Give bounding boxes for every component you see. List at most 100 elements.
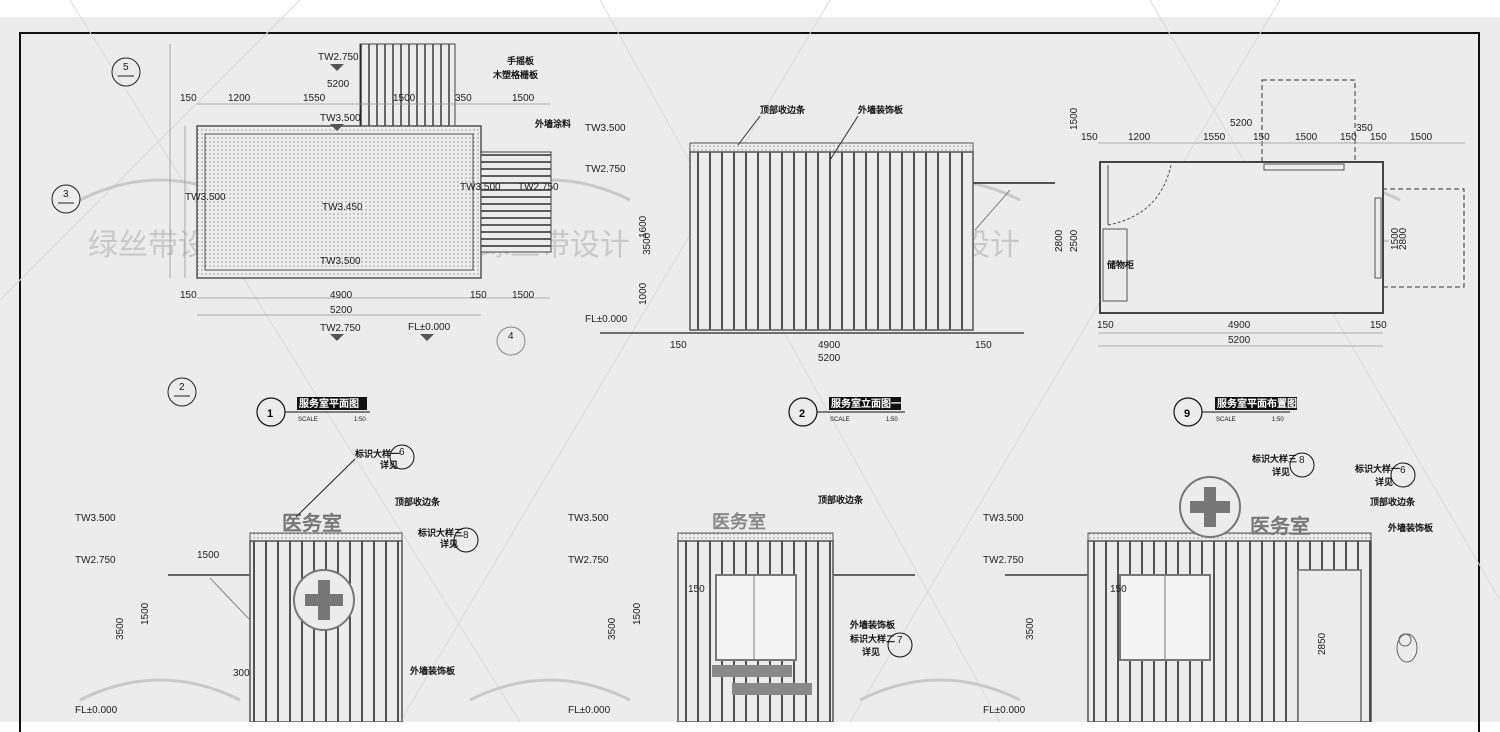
- svg-text:标识大样三: 标识大样三: [1251, 453, 1297, 464]
- svg-text:SCALE: SCALE: [830, 417, 850, 423]
- svg-text:顶部收边条: 顶部收边条: [1370, 496, 1416, 507]
- svg-text:3: 3: [63, 189, 69, 200]
- svg-text:医务室: 医务室: [1250, 514, 1310, 538]
- svg-text:150: 150: [180, 290, 197, 301]
- svg-text:2: 2: [799, 408, 805, 420]
- svg-text:标识大样一: 标识大样一: [354, 448, 400, 459]
- svg-text:1500: 1500: [1410, 132, 1433, 143]
- svg-text:4900: 4900: [1228, 320, 1251, 331]
- svg-text:5200: 5200: [1228, 335, 1251, 346]
- svg-text:TW3.500: TW3.500: [320, 256, 361, 267]
- svg-text:FL±0.000: FL±0.000: [75, 705, 118, 716]
- svg-text:350: 350: [455, 93, 472, 104]
- svg-text:外墙装饰板: 外墙装饰板: [857, 104, 904, 115]
- svg-text:150: 150: [1370, 132, 1387, 143]
- svg-text:1500: 1500: [632, 602, 643, 625]
- svg-text:150: 150: [1081, 132, 1098, 143]
- svg-text:150: 150: [1340, 132, 1357, 143]
- svg-text:TW3.500: TW3.500: [185, 192, 226, 203]
- svg-text:详见: 详见: [1375, 476, 1393, 487]
- svg-text:顶部收边条: 顶部收边条: [760, 104, 806, 115]
- svg-text:服务室平面图: 服务室平面图: [299, 397, 359, 410]
- view-elevation-5: 医务室 TW3.500 TW2.750 FL±0.000 150 2850 35…: [983, 452, 1434, 722]
- svg-text:详见: 详见: [440, 538, 458, 549]
- svg-text:1550: 1550: [303, 93, 326, 104]
- svg-text:150: 150: [1370, 320, 1387, 331]
- svg-text:TW2.750: TW2.750: [568, 555, 609, 566]
- svg-text:2800: 2800: [1054, 229, 1065, 252]
- svg-text:医务室: 医务室: [712, 511, 766, 532]
- svg-text:TW2.750: TW2.750: [585, 164, 626, 175]
- view-elevation-4: 医务室 TW3.500 TW2.750 FL±0.000 150 3500 15…: [568, 494, 915, 722]
- svg-text:医务室: 医务室: [282, 511, 342, 535]
- svg-text:1500: 1500: [1295, 132, 1318, 143]
- svg-text:1500: 1500: [197, 550, 220, 561]
- svg-text:FL±0.000: FL±0.000: [408, 322, 451, 333]
- svg-text:TW2.750: TW2.750: [75, 555, 116, 566]
- svg-text:4900: 4900: [330, 290, 353, 301]
- svg-text:1000: 1000: [638, 282, 649, 305]
- svg-text:TW2.750: TW2.750: [518, 182, 559, 193]
- svg-text:服务室立面图一: 服务室立面图一: [831, 397, 901, 410]
- svg-text:150: 150: [1110, 584, 1127, 595]
- view-9-layout-plan: 储物柜 5200 150 1200 1550 150 1500 150 350 …: [1054, 79, 1465, 347]
- svg-text:6: 6: [1400, 465, 1406, 476]
- svg-text:150: 150: [470, 290, 487, 301]
- view-9-title: 9 服务室平面布置图 SCALE 1:50: [1173, 397, 1297, 427]
- svg-text:服务室平面布置图: 服务室平面布置图: [1217, 397, 1297, 410]
- svg-text:TW3.500: TW3.500: [568, 513, 609, 524]
- svg-text:150: 150: [688, 584, 705, 595]
- svg-text:外墙装饰板: 外墙装饰板: [409, 665, 456, 676]
- svg-text:TW3.500: TW3.500: [983, 513, 1024, 524]
- svg-text:1500: 1500: [393, 93, 416, 104]
- svg-text:FL±0.000: FL±0.000: [568, 705, 611, 716]
- svg-text:1550: 1550: [1203, 132, 1226, 143]
- svg-text:2: 2: [179, 382, 185, 393]
- svg-text:1500: 1500: [1069, 107, 1080, 130]
- svg-text:详见: 详见: [1272, 466, 1290, 477]
- view-2-elevation: TW3.500 TW2.750 FL±0.000 150 4900 150 52…: [585, 104, 1055, 364]
- svg-text:SCALE: SCALE: [1216, 417, 1236, 423]
- svg-text:TW3.500: TW3.500: [460, 182, 501, 193]
- svg-text:1500: 1500: [1390, 227, 1401, 250]
- svg-text:手摇板: 手摇板: [507, 55, 535, 66]
- svg-text:150: 150: [1253, 132, 1270, 143]
- svg-text:5200: 5200: [818, 353, 841, 364]
- svg-text:1: 1: [267, 408, 273, 420]
- svg-text:3500: 3500: [1025, 617, 1036, 640]
- svg-text:5200: 5200: [1230, 118, 1253, 129]
- svg-text:5200: 5200: [330, 305, 353, 316]
- drawing-frame: [19, 32, 1480, 732]
- svg-text:150: 150: [670, 340, 687, 351]
- svg-text:1:50: 1:50: [354, 417, 366, 423]
- section-mark-5: 5: [111, 57, 141, 87]
- svg-text:木塑格栅板: 木塑格栅板: [492, 69, 539, 80]
- svg-text:1:50: 1:50: [886, 417, 898, 423]
- svg-text:1200: 1200: [228, 93, 251, 104]
- view-1-title: 1 服务室平面图 SCALE 1:50: [256, 397, 370, 427]
- svg-text:2500: 2500: [1069, 229, 1080, 252]
- view-1-roof-plan: TW2.750 5200 150 1200 1550 1500 350 1500…: [51, 43, 571, 407]
- svg-text:6: 6: [399, 447, 405, 458]
- svg-text:150: 150: [975, 340, 992, 351]
- svg-text:外墙装饰板: 外墙装饰板: [1387, 522, 1434, 533]
- svg-text:5200: 5200: [327, 79, 350, 90]
- svg-text:9: 9: [1184, 408, 1190, 420]
- svg-text:标识大样一: 标识大样一: [1354, 463, 1400, 474]
- svg-text:2850: 2850: [1317, 632, 1328, 655]
- view-2-title: 2 服务室立面图一 SCALE 1:50: [788, 397, 905, 427]
- svg-text:TW3.500: TW3.500: [320, 113, 361, 124]
- section-mark-2: 2: [167, 377, 197, 407]
- svg-text:1:50: 1:50: [1272, 417, 1284, 423]
- svg-text:顶部收边条: 顶部收边条: [395, 496, 441, 507]
- section-mark-4: 4: [496, 326, 526, 356]
- svg-text:7: 7: [897, 635, 903, 646]
- svg-text:FL±0.000: FL±0.000: [585, 314, 628, 325]
- svg-text:1200: 1200: [1128, 132, 1151, 143]
- svg-text:350: 350: [1356, 123, 1373, 134]
- svg-text:TW3.500: TW3.500: [585, 123, 626, 134]
- svg-text:8: 8: [1299, 455, 1305, 466]
- svg-text:1600: 1600: [638, 215, 649, 238]
